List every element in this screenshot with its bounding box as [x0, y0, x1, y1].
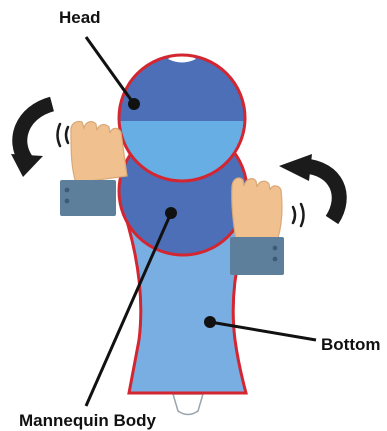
- mannequin-base: [173, 394, 203, 415]
- bottom-label: Bottom: [321, 335, 380, 354]
- mannequin-body-label: Mannequin Body: [19, 411, 156, 430]
- left-hand-icon: [60, 121, 127, 216]
- head-leader-dot: [128, 98, 140, 110]
- head-label: Head: [59, 8, 101, 27]
- bottom-leader-dot: [204, 316, 216, 328]
- left-rotation-arrow-icon: [11, 104, 52, 177]
- head-leader-line: [86, 37, 134, 104]
- right-motion-marks: [293, 204, 304, 226]
- right-rotation-arrow-icon: [279, 154, 339, 220]
- left-motion-marks: [58, 124, 69, 146]
- body-leader-dot: [165, 207, 177, 219]
- right-hand-icon: [230, 178, 284, 275]
